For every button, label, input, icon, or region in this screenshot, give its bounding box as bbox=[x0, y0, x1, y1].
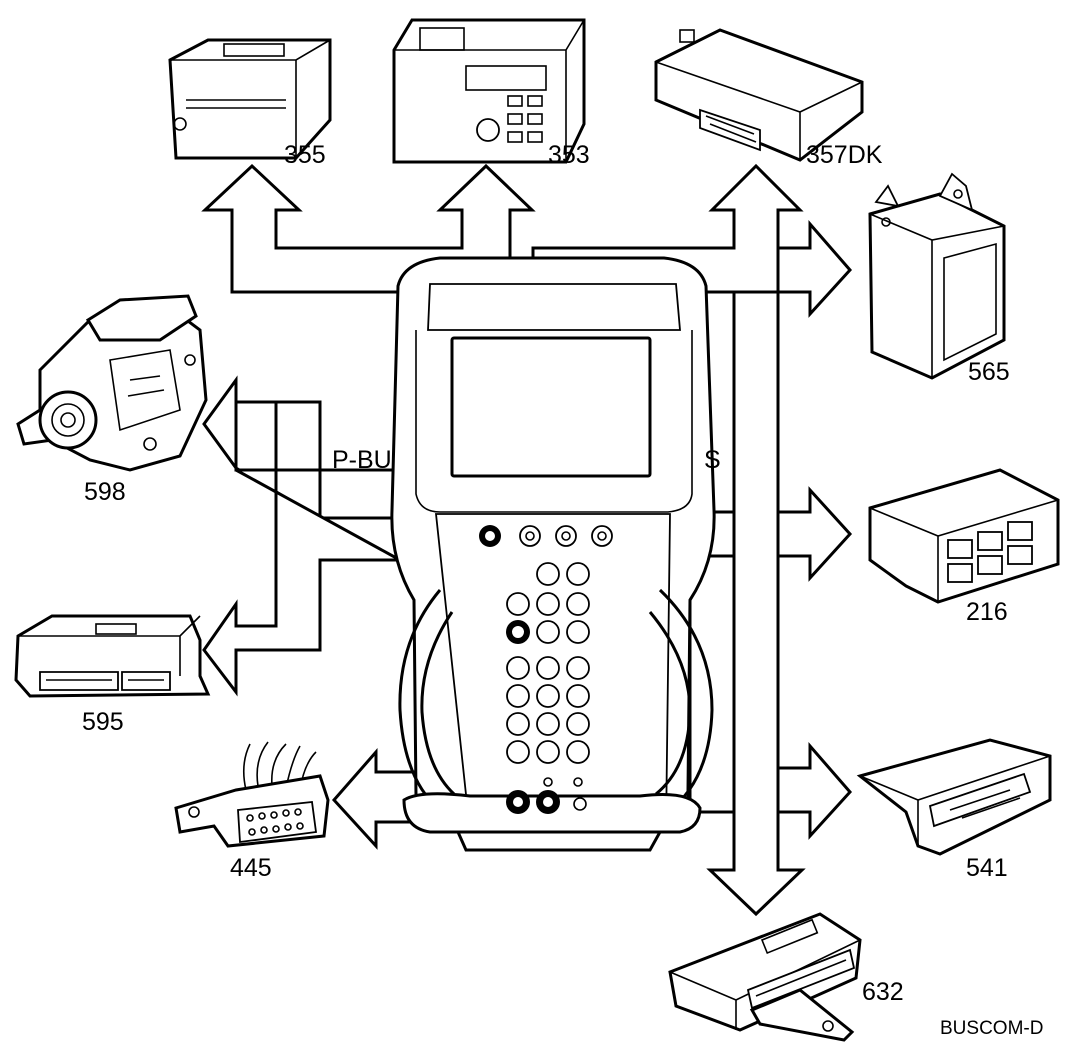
tool-to-bus-lower bbox=[688, 554, 736, 814]
module-598: 598 bbox=[16, 294, 208, 506]
label-357dk: 357DK bbox=[806, 141, 883, 169]
label-565: 565 bbox=[968, 358, 1010, 386]
arrow-to-541 bbox=[776, 741, 853, 840]
module-595: 595 bbox=[14, 614, 211, 736]
tool-screen bbox=[450, 336, 652, 478]
diagnostic-tool bbox=[390, 256, 716, 852]
arrow-to-216 bbox=[776, 486, 853, 582]
label-632: 632 bbox=[862, 978, 904, 1006]
label-353: 353 bbox=[548, 141, 590, 169]
module-565: 565 bbox=[868, 172, 1010, 386]
module-445: 445 bbox=[174, 741, 330, 882]
label-355: 355 bbox=[284, 141, 326, 169]
figure-code: BUSCOM-D bbox=[940, 1018, 1043, 1039]
module-632: 632 bbox=[668, 912, 904, 1042]
label-598: 598 bbox=[84, 478, 126, 506]
label-216: 216 bbox=[966, 598, 1008, 626]
module-216: 216 bbox=[868, 468, 1060, 626]
arrow-to-595 bbox=[202, 468, 401, 697]
module-541: 541 bbox=[856, 738, 1052, 882]
bus-label-right: S bbox=[704, 446, 721, 474]
tool-left-handle bbox=[398, 589, 442, 812]
label-445: 445 bbox=[230, 854, 272, 882]
module-355: 355 bbox=[168, 38, 332, 169]
arrow-to-565 bbox=[776, 219, 853, 318]
bus-label-left: P-BU bbox=[332, 446, 392, 474]
module-357dk: 357DK bbox=[654, 28, 883, 169]
tool-keys bbox=[506, 562, 590, 814]
tool-right-handle bbox=[658, 588, 714, 814]
main-bus-trunk bbox=[706, 290, 806, 917]
label-595: 595 bbox=[82, 708, 124, 736]
label-541: 541 bbox=[966, 854, 1008, 882]
module-353: 353 bbox=[392, 18, 590, 169]
tool-top-bezel bbox=[427, 283, 681, 331]
